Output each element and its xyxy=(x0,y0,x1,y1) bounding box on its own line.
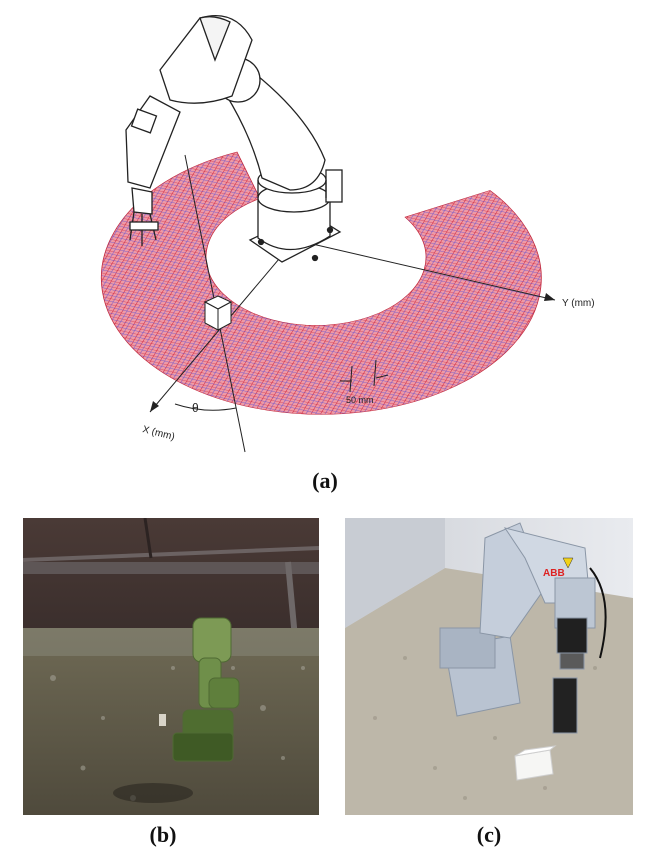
grid-spacing-marker xyxy=(340,359,389,393)
green-robot-model xyxy=(172,617,240,762)
panel-b-image xyxy=(23,518,319,815)
workspace-annulus xyxy=(100,151,542,415)
panel-a: Y (mm) X (mm) θ 50 mm (a) xyxy=(100,14,595,493)
white-box-photo xyxy=(514,745,557,781)
y-axis-arrow xyxy=(544,293,555,301)
caption-a: (a) xyxy=(312,468,338,493)
y-axis-line xyxy=(294,239,556,301)
robot-logo-text: ABB xyxy=(543,568,565,579)
grid-spacing-label: 50 mm xyxy=(346,395,374,405)
target-box xyxy=(203,295,233,331)
panel-c-image: ABB xyxy=(345,518,633,815)
theta-label: θ xyxy=(192,401,199,415)
caption-c: (c) xyxy=(476,822,502,847)
robot-workspace-diagram: Y (mm) X (mm) θ 50 mm xyxy=(100,14,595,453)
x-axis-label: X (mm) xyxy=(141,424,175,443)
y-axis-label: Y (mm) xyxy=(562,298,595,309)
caption-b: (b) xyxy=(149,822,177,847)
robot-arm xyxy=(125,14,326,246)
x-axis-arrow xyxy=(150,401,159,412)
abb-robot-photo xyxy=(439,522,607,734)
theta-arc xyxy=(174,403,237,411)
